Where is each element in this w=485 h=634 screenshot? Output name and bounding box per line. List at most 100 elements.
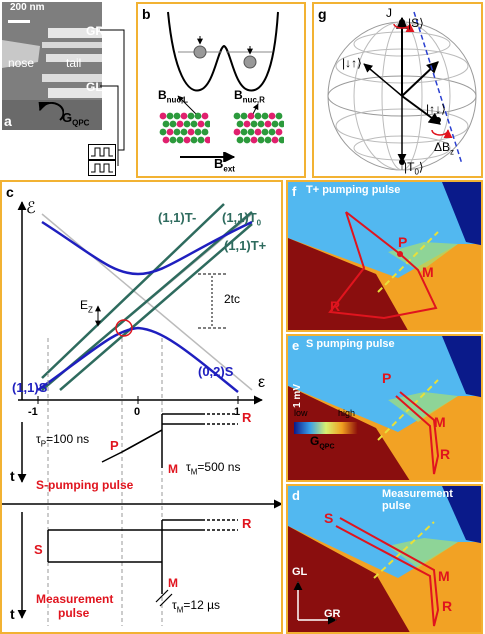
tick-0: 0 xyxy=(134,406,141,418)
pulse-r-label-1: R xyxy=(242,410,252,425)
level-s11: (1,1)S xyxy=(12,380,48,395)
tc-label: 2tc xyxy=(224,292,241,306)
pulse-s-label: S xyxy=(34,542,43,557)
axis-gr-label: GR xyxy=(324,608,341,620)
nuclear-spin xyxy=(247,128,255,136)
nuclear-spin xyxy=(254,112,262,120)
nuclear-spin xyxy=(197,136,205,144)
nuclear-spin xyxy=(169,120,177,128)
time-axis-2: t xyxy=(10,606,15,622)
t-zero-main: (1,1)T xyxy=(222,210,257,225)
nuclear-spin xyxy=(201,128,209,136)
nuclear-spin xyxy=(162,120,170,128)
nuclear-spin xyxy=(250,120,258,128)
dbz-label: ΔBz xyxy=(434,140,454,156)
tau-m2-val: =12 µs xyxy=(183,598,221,612)
level-s02: (0,2)S xyxy=(198,364,234,379)
nuclear-spin xyxy=(261,112,269,120)
measurement-title-1: Measurement xyxy=(36,592,114,606)
d-s: S xyxy=(324,510,334,526)
tau-m1-main: τ xyxy=(186,460,191,474)
tau-m2-sub: M xyxy=(176,605,184,615)
energy-axis-label: ℰ xyxy=(26,200,36,217)
s-pumping-title: S-pumping pulse xyxy=(36,478,134,492)
axis-gl-label: GL xyxy=(292,566,308,578)
panel-b-label: b xyxy=(142,6,151,22)
nuclear-bath-right xyxy=(233,112,284,144)
panel-g-label: g xyxy=(318,6,327,22)
level-t-plus: (1,1)T+ xyxy=(224,238,267,253)
charge-map-f xyxy=(288,182,481,330)
nuclear-spin xyxy=(240,128,248,136)
pulse-generator-2 xyxy=(88,160,116,176)
panel-c-label: c xyxy=(6,184,14,200)
nuclear-spin xyxy=(233,112,241,120)
t-zero-sub: 0 xyxy=(256,218,262,228)
nuclear-spin xyxy=(243,136,251,144)
nuclear-spin xyxy=(173,128,181,136)
label-tail: tail xyxy=(66,56,82,70)
nuclear-spin xyxy=(271,120,279,128)
state-up-down: |↑↓⟩ xyxy=(426,102,446,116)
tau-m1-label: τM=500 ns xyxy=(186,460,240,476)
tau-p-label: τP=100 ns xyxy=(36,432,89,448)
bnuc-r-main: B xyxy=(234,88,243,102)
panel-f-title: T+ pumping pulse xyxy=(306,184,401,196)
tau-p-sub: P xyxy=(40,439,47,449)
nuclear-spin xyxy=(254,128,262,136)
pulse-m-label-1: M xyxy=(168,462,178,476)
nuclear-spin xyxy=(162,136,170,144)
panel-g: g |S⟩ |↓↑⟩ |↑↓⟩ |T0⟩ J ΔBz xyxy=(312,2,483,178)
nuclear-spin xyxy=(233,128,241,136)
cb-main: G xyxy=(310,434,320,448)
nuclear-spin xyxy=(236,136,244,144)
gqpc-arrow xyxy=(38,102,64,121)
nuclear-spin xyxy=(264,136,272,144)
panel-e: e S pumping pulse P M R 1 mV low high GQ… xyxy=(286,334,483,482)
panel-e-title: S pumping pulse xyxy=(306,338,395,350)
tau-m2-label: τM=12 µs xyxy=(172,598,220,614)
panel-d-label: d xyxy=(292,488,300,503)
cb-sub: QPC xyxy=(319,443,335,451)
bext-arrow xyxy=(180,152,236,162)
nuclear-spin xyxy=(278,136,284,144)
sem-image xyxy=(2,2,102,130)
bnuc-r-sub: nuc,R xyxy=(242,95,265,105)
panel-e-label: e xyxy=(292,338,300,353)
tau-p-main: τ xyxy=(36,432,41,446)
nuclear-spin xyxy=(176,136,184,144)
level-t-minus: (1,1)T- xyxy=(158,210,197,225)
tau-p-val: =100 ns xyxy=(46,432,90,446)
bnuc-l-sub: nuc,L xyxy=(166,95,189,105)
e-scale-label: 1 mV xyxy=(292,384,303,408)
dbz-sub: z xyxy=(450,147,455,157)
panel-a: a 200 nm nose tail GR GL GQPC xyxy=(0,0,132,178)
nuclear-spin xyxy=(183,136,191,144)
nuclear-spin xyxy=(197,120,205,128)
pulse-p-label: P xyxy=(110,438,119,453)
nuclear-spin xyxy=(166,128,174,136)
nuclear-spin xyxy=(190,120,198,128)
nuclear-spin xyxy=(278,120,284,128)
nuclear-spin xyxy=(240,112,248,120)
panel-f-label: f xyxy=(292,184,297,199)
gqpc-main: G xyxy=(62,110,73,125)
nuclear-spin xyxy=(236,120,244,128)
tick-1: 1 xyxy=(234,406,241,418)
tau-m2-main: τ xyxy=(172,598,177,612)
pulse-generator-1 xyxy=(88,144,116,160)
label-nose: nose xyxy=(8,56,35,70)
nuclear-spin xyxy=(180,128,188,136)
f-r: R xyxy=(330,298,341,314)
nuclear-bath-left xyxy=(159,112,210,144)
panel-c: c xyxy=(0,180,283,634)
gqpc-sub: QPC xyxy=(72,118,90,128)
charge-map-e xyxy=(288,336,481,480)
panel-f: f T+ pumping pulse P M R xyxy=(286,180,483,332)
nuclear-spin xyxy=(250,136,258,144)
measurement-title-2: pulse xyxy=(58,606,90,620)
e-p: P xyxy=(382,370,392,386)
colorbar-title: GQPC xyxy=(310,434,335,450)
label-gr: GR xyxy=(86,24,104,38)
nuclear-spin xyxy=(243,120,251,128)
